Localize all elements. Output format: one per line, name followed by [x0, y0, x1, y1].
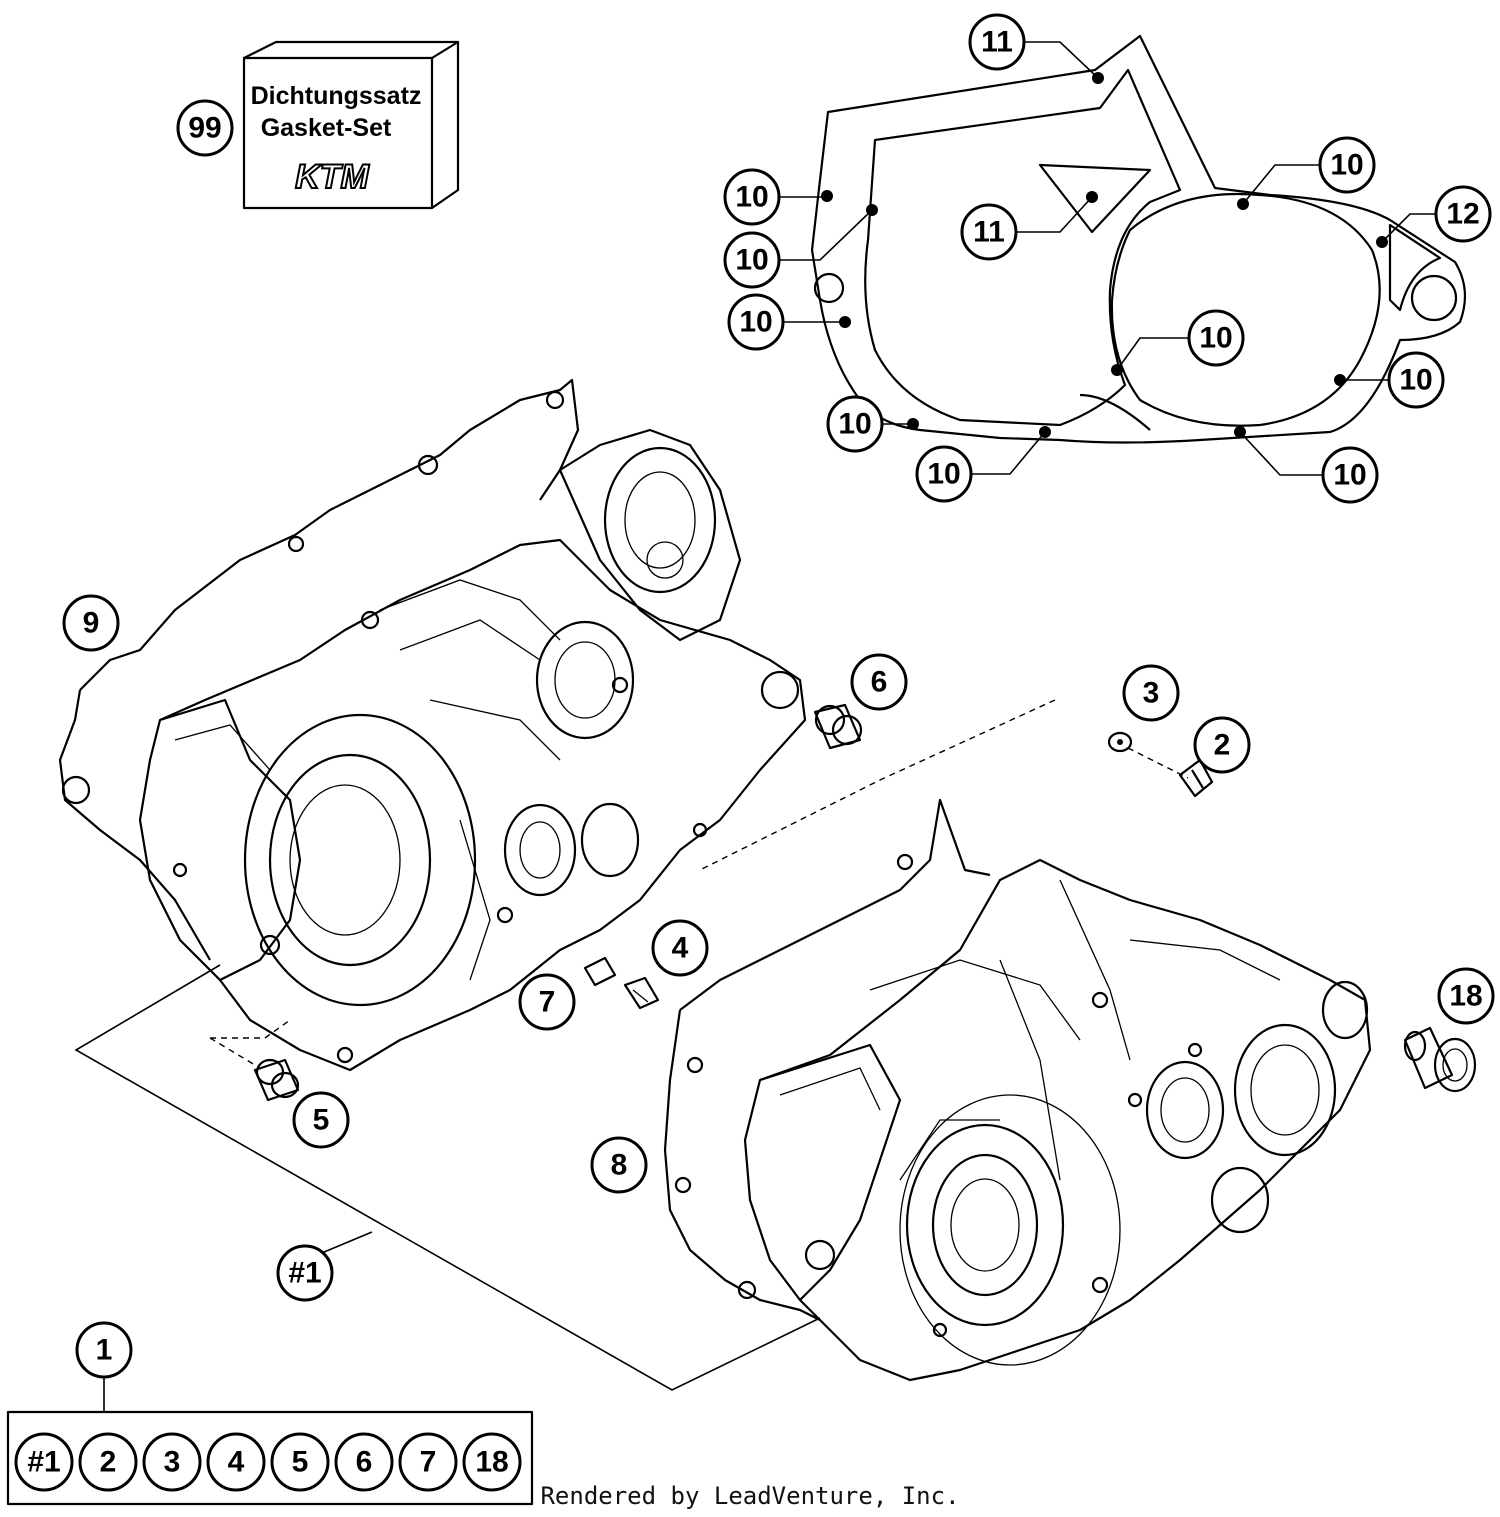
- svg-text:10: 10: [735, 181, 768, 214]
- plug-4: [623, 976, 660, 1010]
- assembly-dash-line: [699, 699, 1056, 871]
- svg-text:10: 10: [838, 408, 871, 441]
- callout-10-bottom-right[interactable]: 10: [1321, 446, 1379, 504]
- kit-item-18[interactable]: 18: [462, 1432, 522, 1492]
- svg-text:12: 12: [1446, 198, 1479, 231]
- svg-text:11: 11: [981, 26, 1013, 59]
- callout-18[interactable]: 18: [1437, 967, 1495, 1025]
- svg-text:5: 5: [292, 1446, 309, 1479]
- svg-text:7: 7: [539, 986, 556, 1019]
- ktm-logo: KTM: [295, 158, 369, 196]
- svg-text:10: 10: [1330, 149, 1363, 182]
- render-credit: Rendered by LeadVenture, Inc.: [540, 1482, 959, 1510]
- dowel-sleeve-6: [813, 703, 863, 750]
- callout-6[interactable]: 6: [850, 653, 908, 711]
- svg-text:99: 99: [188, 112, 221, 145]
- svg-text:10: 10: [927, 458, 960, 491]
- callout-2[interactable]: 2: [1193, 716, 1251, 774]
- gasket-set-title-en: Gasket-Set: [261, 114, 392, 142]
- callout-10-bottom-left[interactable]: 10: [826, 395, 884, 453]
- svg-text:3: 3: [164, 1446, 181, 1479]
- svg-text:1: 1: [96, 1334, 113, 1367]
- svg-text:11: 11: [973, 216, 1005, 249]
- kit-item-7[interactable]: 7: [398, 1432, 458, 1492]
- callout-8[interactable]: 8: [590, 1136, 648, 1194]
- kit-item-3[interactable]: 3: [142, 1432, 202, 1492]
- gasket-set-title-de: Dichtungssatz: [251, 82, 422, 110]
- svg-text:3: 3: [1143, 677, 1160, 710]
- callout-5[interactable]: 5: [292, 1091, 350, 1149]
- gasket-set-box: Dichtungssatz Gasket-Set KTM: [242, 40, 460, 210]
- kit-item-2[interactable]: 2: [78, 1432, 138, 1492]
- svg-text:2: 2: [100, 1446, 117, 1479]
- svg-text:#1: #1: [288, 1257, 321, 1290]
- svg-text:10: 10: [1399, 364, 1432, 397]
- callout-10-far-right[interactable]: 10: [1387, 351, 1445, 409]
- svg-text:18: 18: [475, 1446, 508, 1479]
- svg-text:7: 7: [420, 1446, 437, 1479]
- callout-3[interactable]: 3: [1122, 664, 1180, 722]
- svg-text:10: 10: [1199, 322, 1232, 355]
- callout-10-bottom-mid[interactable]: 10: [915, 445, 973, 503]
- callout-12[interactable]: 12: [1434, 185, 1492, 243]
- callout-hash1[interactable]: #1: [276, 1244, 334, 1302]
- svg-text:4: 4: [672, 932, 689, 965]
- cover-gasket-drawing: [810, 34, 1467, 444]
- kit-contents-row: #1 2 3 4 5 6 7 18: [14, 1432, 522, 1492]
- callout-10-left-1[interactable]: 10: [723, 168, 781, 226]
- svg-text:8: 8: [611, 1149, 628, 1182]
- callout-11-inner[interactable]: 11: [960, 203, 1018, 261]
- callout-4[interactable]: 4: [651, 919, 709, 977]
- kit-contents-legend: [6, 1377, 534, 1506]
- svg-text:10: 10: [739, 306, 772, 339]
- screw-2: [1178, 758, 1214, 798]
- right-crankcase-half: [663, 798, 1372, 1382]
- svg-text:10: 10: [735, 244, 768, 277]
- callout-10-top-right[interactable]: 10: [1318, 136, 1376, 194]
- left-crankcase-half: [58, 378, 807, 1072]
- washer-7: [583, 956, 617, 987]
- svg-text:2: 2: [1214, 729, 1231, 762]
- callout-10-left-2[interactable]: 10: [723, 231, 781, 289]
- screw-2-path-line: [1127, 747, 1189, 779]
- dowel-sleeve-5: [253, 1058, 300, 1102]
- svg-text:6: 6: [356, 1446, 373, 1479]
- callout-99[interactable]: 99: [176, 99, 234, 157]
- svg-text:18: 18: [1449, 980, 1482, 1013]
- dowel-5-path-line: [210, 1019, 291, 1039]
- dowel-5-path-line-2: [209, 1037, 256, 1066]
- svg-text:5: 5: [313, 1104, 330, 1137]
- cover-gasket-bolt-dots: [821, 72, 1388, 438]
- callout-10-left-3[interactable]: 10: [727, 293, 785, 351]
- kit-item-6[interactable]: 6: [334, 1432, 394, 1492]
- part-18: [1403, 1026, 1477, 1093]
- svg-text:6: 6: [871, 666, 888, 699]
- callout-10-center-right[interactable]: 10: [1187, 309, 1245, 367]
- svg-text:#1: #1: [27, 1446, 60, 1479]
- svg-text:9: 9: [83, 607, 100, 640]
- callout-1[interactable]: 1: [75, 1321, 133, 1379]
- callout-9[interactable]: 9: [62, 594, 120, 652]
- crankcase-assembly-bracket: [74, 964, 821, 1391]
- svg-text:4: 4: [228, 1446, 245, 1479]
- kit-item-hash1[interactable]: #1: [14, 1432, 74, 1492]
- callout-11-top[interactable]: 11: [968, 13, 1026, 71]
- kit-item-4[interactable]: 4: [206, 1432, 266, 1492]
- callout-7[interactable]: 7: [518, 973, 576, 1031]
- cover-gasket-leaders: [778, 41, 1436, 476]
- svg-text:10: 10: [1333, 459, 1366, 492]
- washer-3: [1107, 731, 1133, 753]
- kit-item-5[interactable]: 5: [270, 1432, 330, 1492]
